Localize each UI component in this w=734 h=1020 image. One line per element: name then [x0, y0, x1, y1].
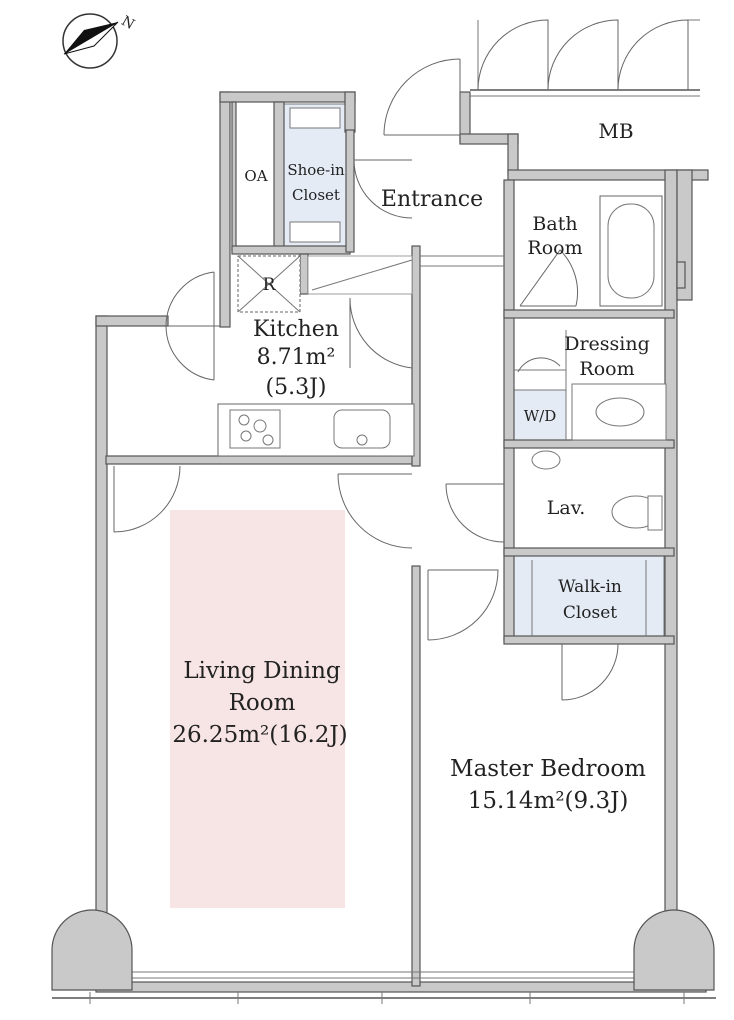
walkin-label-line2: Closet: [563, 603, 617, 623]
kitchen-name: Kitchen: [253, 317, 339, 342]
entrance-label: Entrance: [381, 187, 483, 212]
bottom-windows: [51, 909, 716, 1004]
living-name-line2: Room: [229, 690, 296, 716]
lav-door: [445, 483, 505, 543]
mb-area: [470, 19, 700, 97]
shoein-label-line2: Closet: [292, 186, 340, 204]
walk-in-closet-fill: [513, 555, 665, 641]
walkin-internals: [531, 560, 647, 701]
exterior-walls: [95, 91, 709, 993]
walkin-label-line1: Walk-in: [558, 577, 622, 597]
kitchen-counter: [217, 403, 415, 457]
living-area: 26.25m²(16.2J): [172, 722, 347, 748]
living-room-highlight: [170, 510, 345, 908]
wd-label: W/D: [524, 407, 557, 425]
bath-label-line2: Room: [527, 237, 582, 259]
living-name-line1: Living Dining: [183, 658, 341, 684]
dressing-label-line1: Dressing: [564, 333, 650, 355]
interior-walls: [105, 101, 675, 987]
master-area: 15.14m²(9.3J): [468, 788, 629, 814]
living-doors: [113, 465, 413, 549]
kitchen-side-door: [165, 271, 220, 381]
lav-fixtures: [531, 450, 663, 531]
lav-label: Lav.: [547, 497, 585, 519]
entrance-door: [383, 58, 461, 136]
dressing-label-line2: Room: [579, 358, 634, 380]
shoein-label-line1: Shoe-in: [287, 161, 345, 179]
master-door: [427, 569, 499, 641]
compass-label: N: [119, 13, 138, 33]
dressing-fixtures: [514, 330, 667, 441]
bath-label-line1: Bath: [532, 213, 577, 235]
kitchen-hall-door: [349, 297, 413, 369]
oa-label: OA: [244, 167, 267, 185]
kitchen-area: 8.71m²: [257, 345, 336, 370]
master-name: Master Bedroom: [450, 756, 646, 782]
shoe-closet-shelves: [289, 107, 413, 243]
mb-label: MB: [598, 119, 633, 143]
north-arrow-icon: [62, 13, 119, 69]
kitchen-upper-cabinet: [307, 255, 504, 295]
bath-fixtures: [519, 195, 663, 307]
wd-fill: [513, 389, 567, 441]
kitchen-tatami: (5.3J): [266, 375, 327, 400]
fridge-label: R: [263, 275, 277, 295]
fridge: [237, 255, 301, 313]
